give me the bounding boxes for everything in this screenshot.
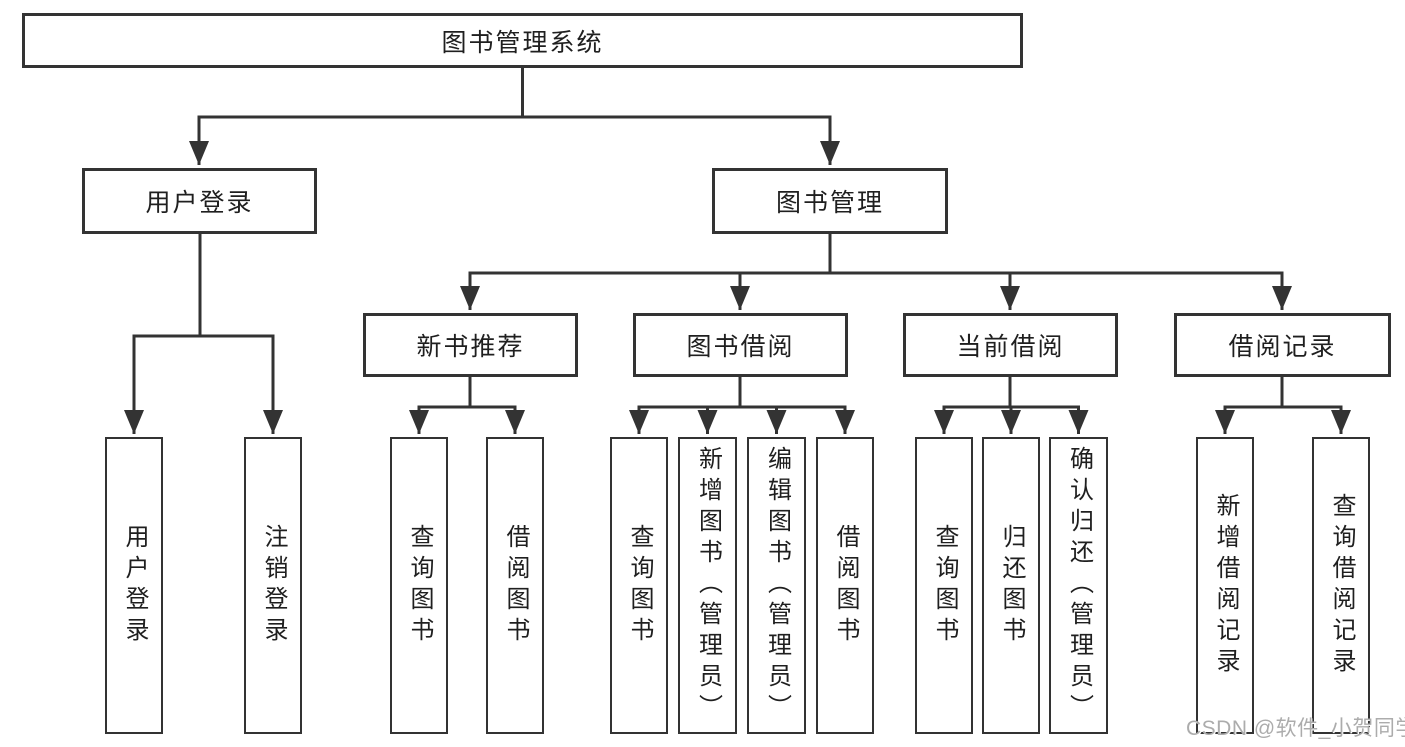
leaf-logout: 注销登录 (244, 437, 302, 734)
leaf-label: 编辑图书（管理员） (763, 446, 791, 725)
node-new-book-recommend: 新书推荐 (363, 313, 578, 377)
leaf-label: 归还图书 (998, 523, 1025, 648)
leaf-label: 用户登录 (121, 523, 148, 648)
leaf-label: 确认归还（管理员） (1065, 446, 1093, 725)
node-current-borrowing: 当前借阅 (903, 313, 1118, 377)
leaf-label: 新增借阅记录 (1212, 492, 1239, 679)
leaf-nbr-query-books: 查询图书 (390, 437, 448, 734)
node-label: 图书借阅 (686, 333, 795, 361)
leaf-cb-query-books: 查询图书 (915, 437, 973, 734)
watermark: CSDN @软件_小贺同学 (1186, 717, 1405, 740)
leaf-label: 查询借阅记录 (1328, 492, 1355, 679)
leaf-label: 借阅图书 (832, 523, 859, 648)
leaf-nbr-borrow-books: 借阅图书 (486, 437, 544, 734)
leaf-label: 注销登录 (260, 523, 287, 648)
node-label: 用户登录 (145, 189, 254, 217)
leaf-cb-return-books: 归还图书 (982, 437, 1040, 734)
node-book-management: 图书管理 (712, 168, 948, 234)
leaf-bb-query-books: 查询图书 (610, 437, 668, 734)
leaf-label: 借阅图书 (502, 523, 529, 648)
node-label: 借阅记录 (1228, 333, 1337, 361)
leaf-label: 查询图书 (931, 523, 958, 648)
node-system-root: 图书管理系统 (22, 13, 1023, 68)
leaf-br-query-record: 查询借阅记录 (1312, 437, 1370, 734)
leaf-bb-edit-books-admin: 编辑图书（管理员） (747, 437, 806, 734)
leaf-label: 查询图书 (406, 523, 433, 648)
leaf-br-add-record: 新增借阅记录 (1196, 437, 1254, 734)
leaf-label: 新增图书（管理员） (694, 446, 722, 725)
leaf-bb-borrow-books: 借阅图书 (816, 437, 874, 734)
leaf-label: 查询图书 (626, 523, 653, 648)
node-book-borrowing: 图书借阅 (633, 313, 848, 377)
node-label: 图书管理系统 (441, 28, 604, 57)
node-label: 图书管理 (775, 189, 884, 217)
leaf-cb-confirm-return-admin: 确认归还（管理员） (1049, 437, 1108, 734)
leaf-user-login: 用户登录 (105, 437, 163, 734)
node-label: 新书推荐 (416, 333, 525, 361)
node-user-login: 用户登录 (82, 168, 317, 234)
node-label: 当前借阅 (956, 333, 1065, 361)
leaf-bb-add-books-admin: 新增图书（管理员） (678, 437, 737, 734)
node-borrowing-records: 借阅记录 (1174, 313, 1391, 377)
